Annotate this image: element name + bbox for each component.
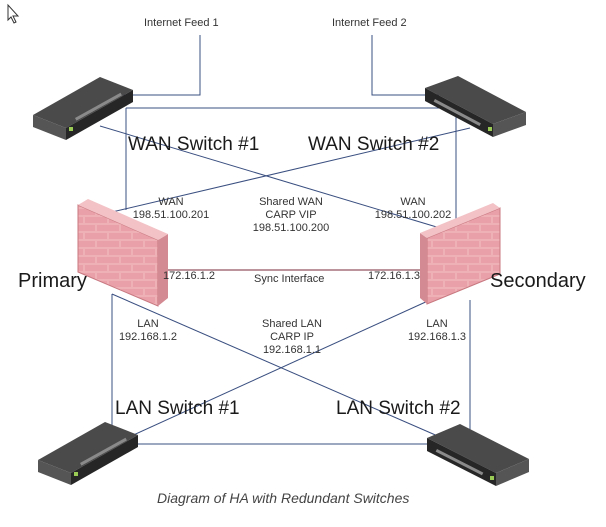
primary-lan-label: LAN 192.168.1.2 (118, 318, 178, 343)
sync-interface-label: Sync Interface (254, 273, 325, 285)
secondary-firewall-icon (420, 203, 501, 305)
internet-feed-2-label: Internet Feed 2 (332, 17, 407, 29)
wan-switch-1-label: WAN Switch #1 (128, 134, 260, 155)
shared-lan-carp-ip-label: Shared LAN CARP IP 192.168.1.1 (262, 318, 322, 356)
network-links (95, 107, 471, 453)
secondary-firewall-label: Secondary (490, 270, 586, 292)
lan-switch-1-device (38, 422, 138, 485)
secondary-wan-label: WAN 198.51.100.202 (374, 196, 452, 221)
wan-switch-2-label: WAN Switch #2 (308, 134, 440, 155)
internet-feed-lines (118, 35, 440, 96)
diagram-caption: Diagram of HA with Redundant Switches (157, 490, 410, 506)
sync-primary-ip: 172.16.1.2 (163, 270, 215, 282)
internet-feed-1-label: Internet Feed 1 (144, 17, 219, 29)
cursor-icon (7, 3, 20, 24)
lan-switch-2-device (427, 424, 529, 486)
lan-switch-1-label: LAN Switch #1 (115, 398, 240, 419)
wan-switch-2-device (425, 76, 526, 137)
primary-wan-label: WAN 198.51.100.201 (132, 196, 210, 221)
secondary-lan-label: LAN 192.168.1.3 (407, 318, 467, 343)
lan-switch-2-label: LAN Switch #2 (336, 398, 461, 419)
sync-secondary-ip: 172.16.1.3 (368, 270, 420, 282)
wan-switch-1-device (33, 77, 133, 140)
primary-firewall-label: Primary (18, 270, 87, 292)
shared-wan-carp-vip-label: Shared WAN CARP VIP 198.51.100.200 (252, 196, 330, 234)
primary-firewall-icon (77, 199, 168, 307)
